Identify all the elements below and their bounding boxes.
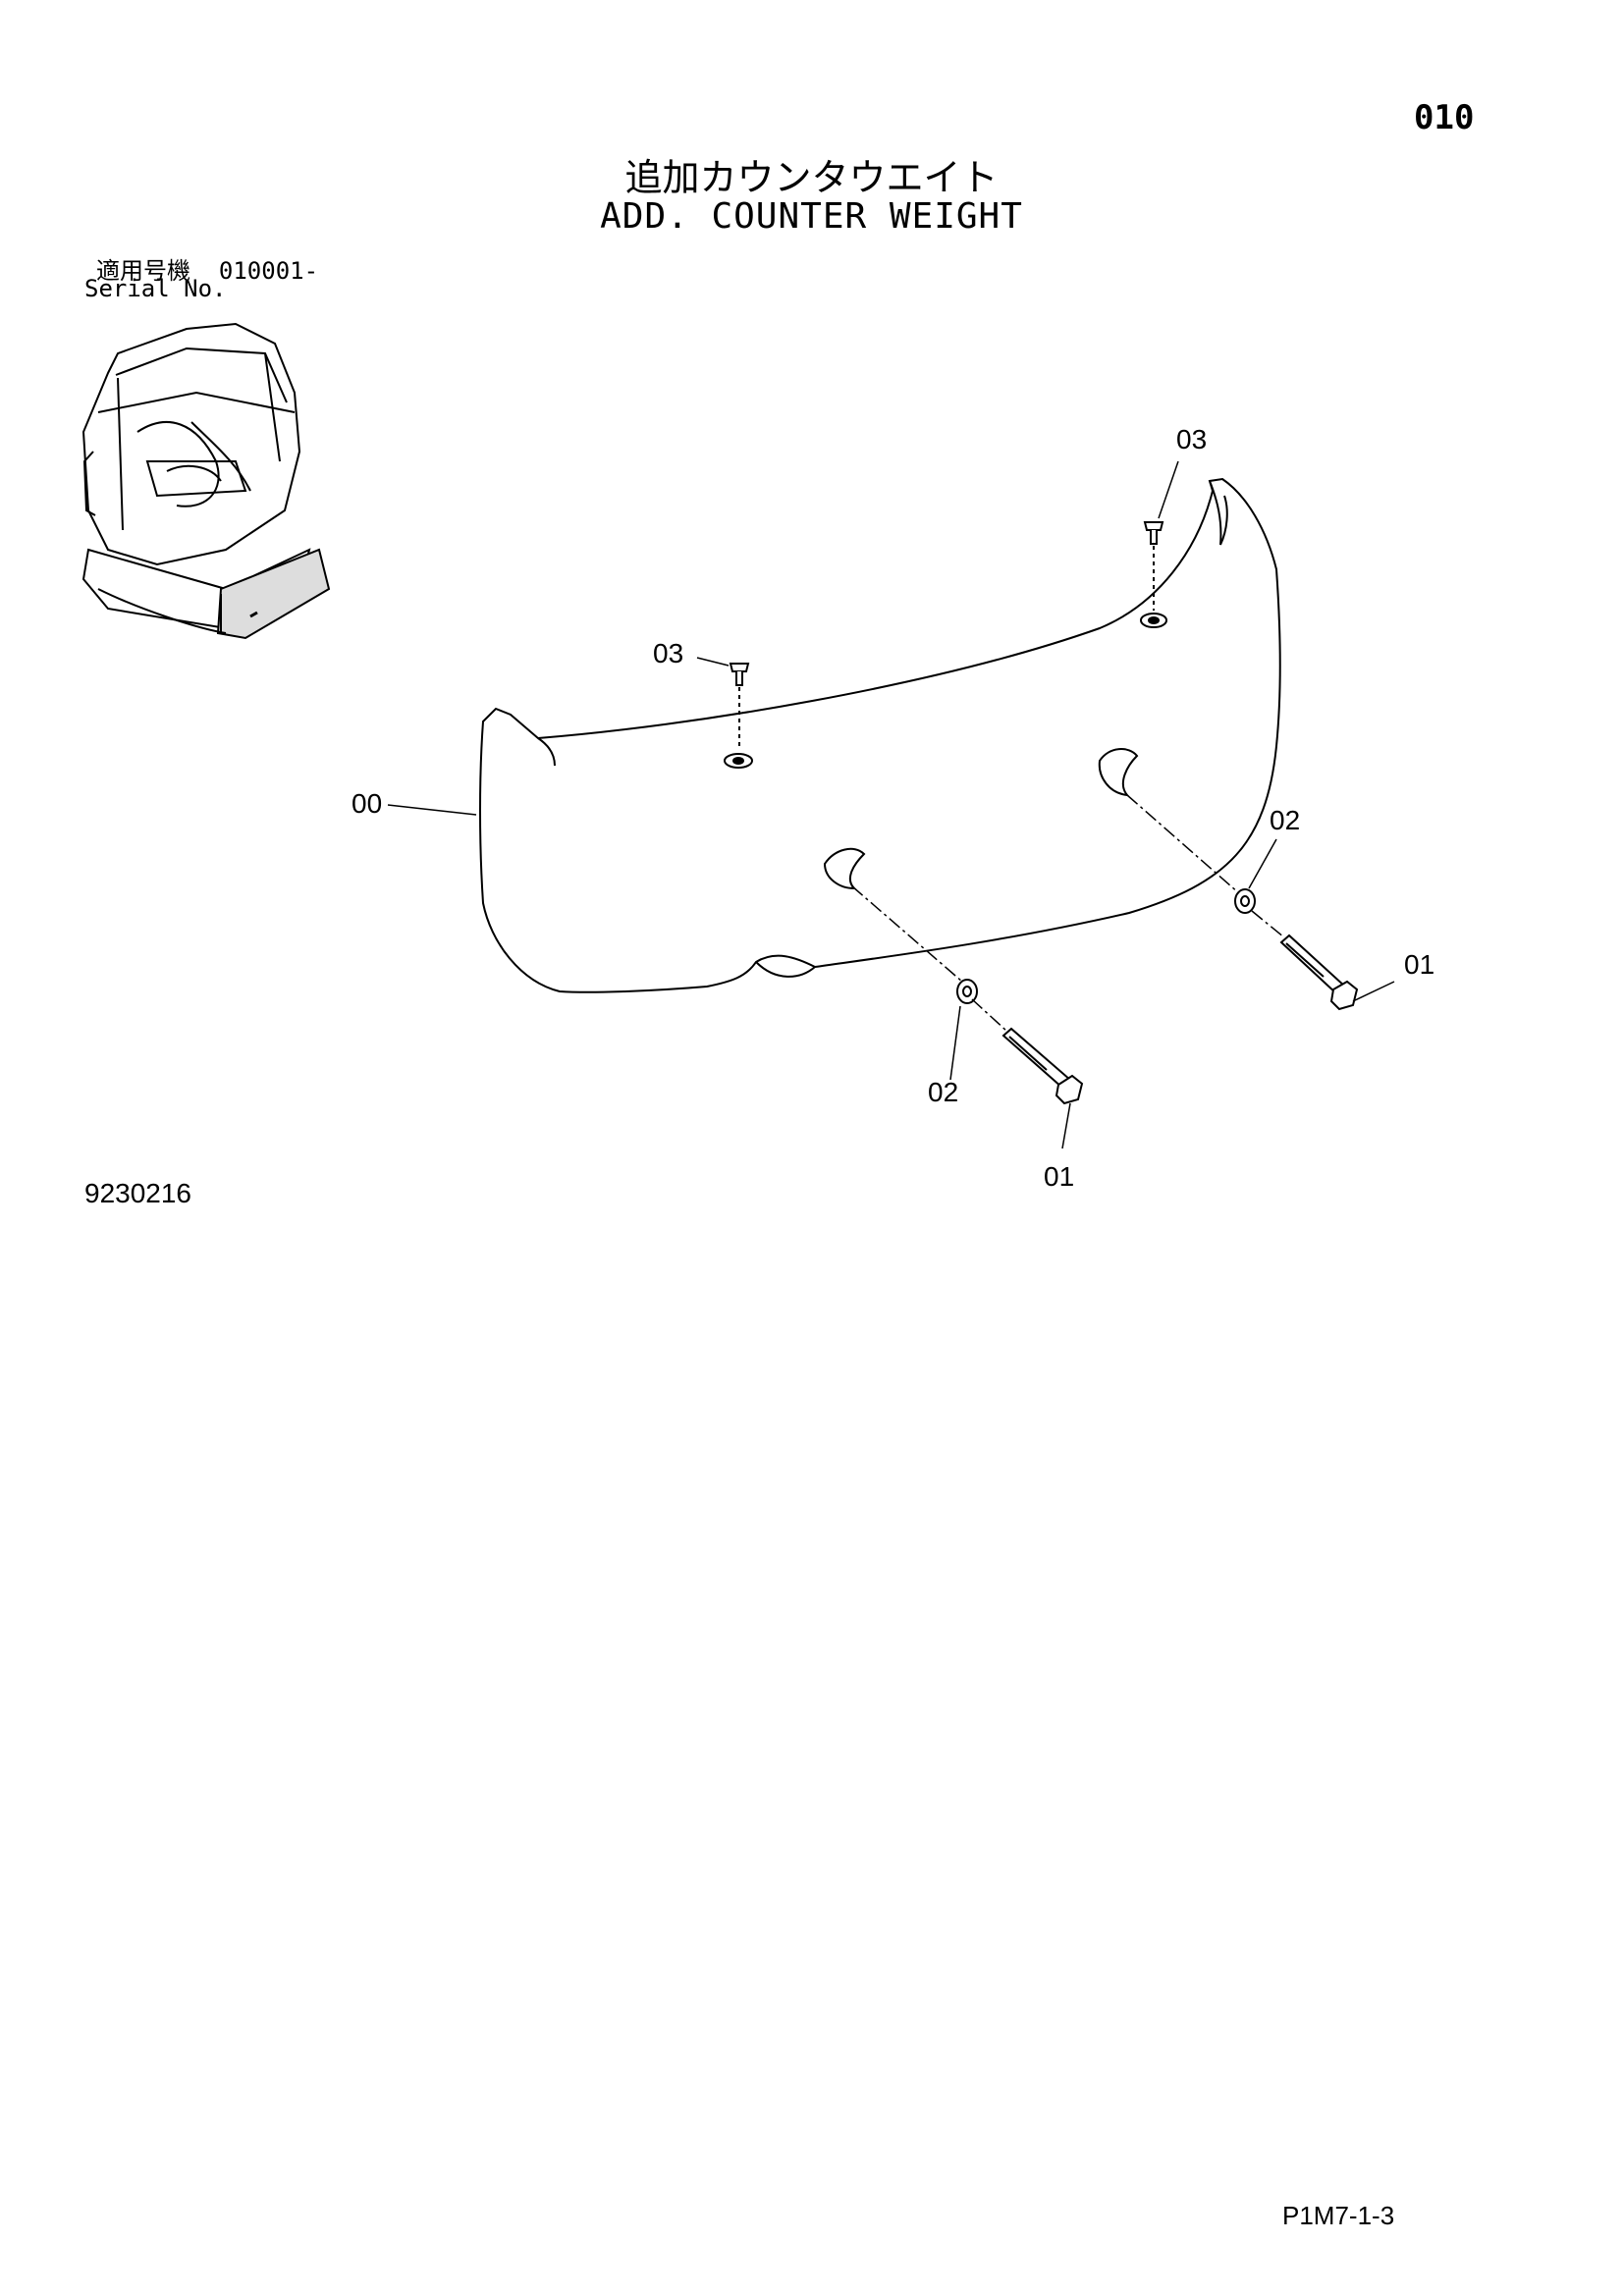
bolt-hole-right [1098,748,1139,797]
callout-03-screw-right: 03 [1176,424,1207,454]
cab-thumbnail-illustration [81,322,331,640]
screw-left [729,663,750,750]
callout-02-washer-right: 02 [1270,805,1300,835]
callout-03-screw-left: 03 [653,638,683,668]
drawing-number: 9230216 [84,1178,192,1208]
bolt-hole-left [823,847,866,890]
bolt-left [1001,1027,1084,1105]
counterweight-body [479,477,1281,993]
top-screw-holes [724,613,1167,769]
screw-right [1143,521,1164,611]
washer-right [1234,888,1256,914]
serial-label-japanese: 適用号機 010001- [96,251,318,286]
leader-lines [387,460,1395,1149]
washer-left [956,979,978,1004]
page-number: 010 [1414,98,1475,137]
serial-range: 010001- [218,257,319,285]
title-english: ADD. COUNTER WEIGHT [600,196,1023,237]
assembly-axis-lines [851,794,1285,1032]
serial-label-ja-text: 適用号機 [96,257,190,285]
title-japanese: 追加カウンタウエイト [624,156,999,199]
callout-00-counterweight: 00 [352,788,382,819]
serial-label-english: Serial No. [84,275,227,302]
bolt-right [1279,934,1359,1011]
callout-01-bolt-left: 01 [1044,1161,1074,1192]
callout-01-bolt-right: 01 [1404,949,1434,980]
callout-02-washer-left: 02 [928,1077,958,1107]
page-code: P1M7-1-3 [1282,2201,1395,2230]
